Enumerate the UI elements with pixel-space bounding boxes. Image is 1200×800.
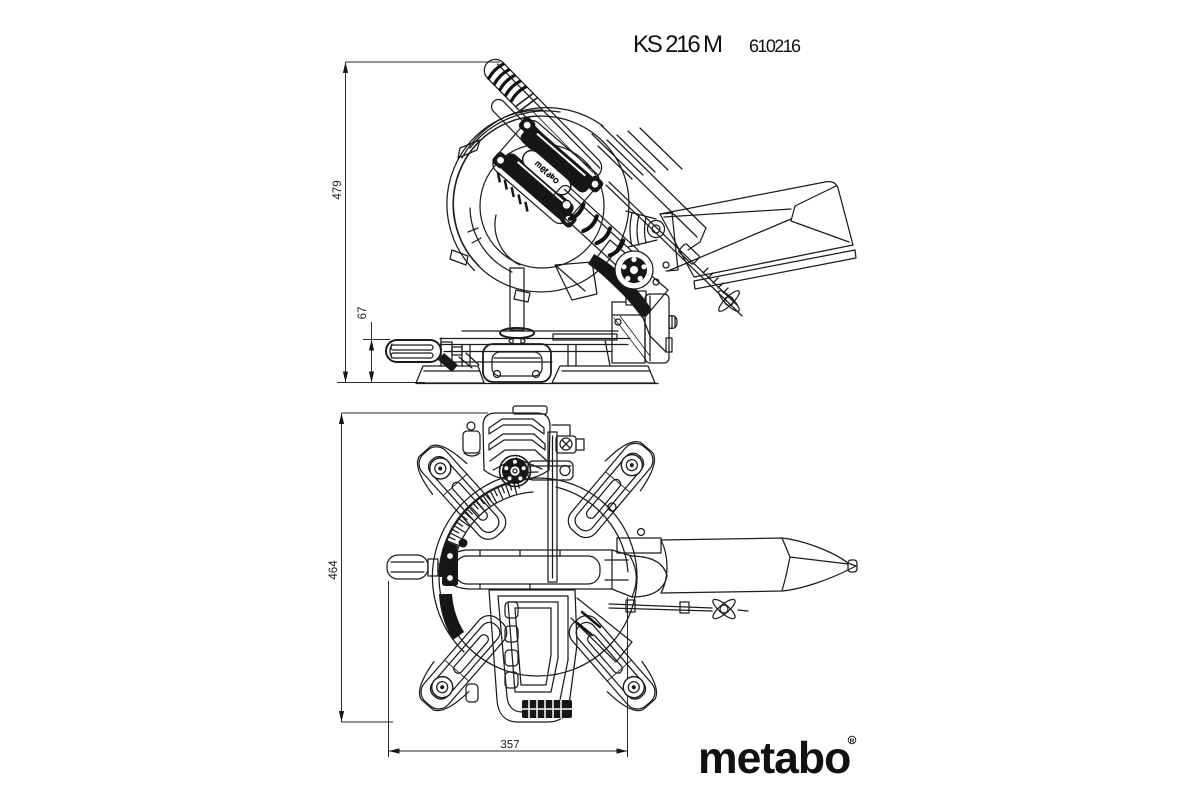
svg-text:610216: 610216 [749,36,801,56]
svg-text:479: 479 [332,180,344,199]
svg-text:357: 357 [500,739,519,751]
svg-text:67: 67 [357,307,369,320]
svg-text:464: 464 [328,560,340,580]
svg-text:KS 216 M: KS 216 M [633,31,722,58]
svg-text:metabo: metabo [698,734,850,783]
svg-text:R: R [850,738,855,745]
